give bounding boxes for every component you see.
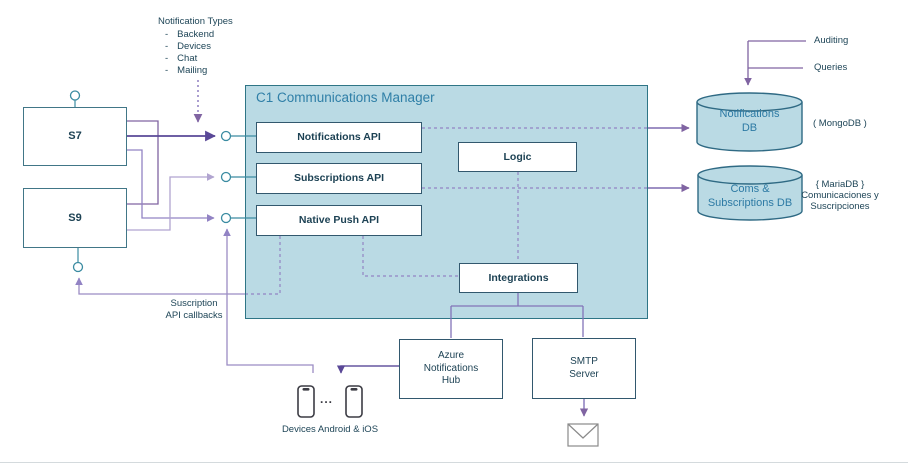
- integrations-branch-lines: [450, 293, 584, 338]
- notifications-api-box: Notifications API: [256, 122, 422, 153]
- devices-ellipsis: ...: [320, 392, 334, 406]
- logic-label: Logic: [503, 150, 532, 163]
- native-push-api-box: Native Push API: [256, 205, 422, 236]
- s7-label: S7: [68, 130, 82, 143]
- mariadb-annotation: { MariaDB } Comunicaciones y Suscripcion…: [801, 179, 879, 212]
- phone-ios-icon: [345, 385, 363, 418]
- list-item: - Mailing: [165, 65, 214, 77]
- auditing-queries-lines: [747, 40, 806, 85]
- notifications-db-cylinder: [696, 92, 803, 152]
- notification-types-list: - Backend - Devices - Chat - Mailing: [165, 29, 214, 77]
- smtp-server-box: SMTP Server: [532, 338, 636, 399]
- s9-label: S9: [68, 211, 82, 224]
- subscriptions-api-socket-icon: [220, 171, 232, 183]
- phone-android-icon: [297, 385, 315, 418]
- integrations-box: Integrations: [459, 263, 578, 293]
- mongodb-annotation: ( MongoDB ): [813, 118, 867, 129]
- notifications-db-label: Notifications DB: [719, 108, 780, 134]
- notification-types-title: Notification Types: [158, 16, 233, 27]
- subscription-callbacks-arrow: [75, 277, 245, 295]
- list-item: - Devices: [165, 41, 214, 53]
- notifications-api-socket-icon: [220, 130, 232, 142]
- native-push-api-label: Native Push API: [298, 214, 380, 227]
- list-item-label: Backend: [177, 29, 215, 40]
- s9-to-subscriptions-arrow: [127, 173, 215, 231]
- coms-db-label: Coms & Subscriptions DB: [707, 183, 793, 209]
- bullet: -: [165, 29, 169, 40]
- auditing-label: Auditing: [814, 35, 849, 46]
- devices-to-native-push-arrow: [223, 228, 314, 373]
- devices-label: Devices Android & iOS: [281, 424, 379, 435]
- subscriptions-api-box: Subscriptions API: [256, 163, 422, 194]
- list-item-label: Mailing: [177, 65, 208, 76]
- list-item: - Backend: [165, 29, 214, 41]
- integrations-label: Integrations: [488, 271, 549, 284]
- socket-stem-lines: [231, 135, 256, 219]
- s7-interface-icon: [69, 90, 81, 101]
- system-s9-box: S9: [23, 188, 127, 248]
- bullet: -: [165, 41, 169, 52]
- mail-envelope-icon: [567, 423, 599, 447]
- s7-to-native-push-arrow: [127, 149, 215, 222]
- azure-to-device-arrow: [336, 365, 399, 374]
- smtp-server-label: SMTP Server: [569, 356, 599, 380]
- native-push-integrations-dashed-line: [362, 236, 458, 277]
- notifications-api-label: Notifications API: [297, 131, 381, 144]
- manager-title: C1 Communications Manager: [256, 90, 435, 105]
- subscriptions-api-label: Subscriptions API: [293, 172, 385, 185]
- list-item-label: Devices: [177, 41, 211, 52]
- bullet: -: [165, 65, 169, 76]
- native-push-callbacks-dashed-line: [246, 236, 281, 295]
- bullet: -: [165, 53, 169, 64]
- logic-box: Logic: [458, 142, 577, 172]
- azure-notifications-hub-box: Azure Notifications Hub: [399, 339, 503, 399]
- coms-db-cylinder: [697, 165, 803, 221]
- native-push-api-socket-icon: [220, 212, 232, 224]
- s9-callback-interface-icon: [72, 261, 84, 273]
- azure-hub-label: Azure Notifications Hub: [423, 350, 479, 387]
- system-s7-box: S7: [23, 107, 127, 166]
- subscription-callbacks-label: Suscription API callbacks: [165, 298, 223, 321]
- list-item-label: Chat: [177, 53, 198, 64]
- queries-label: Queries: [814, 62, 848, 73]
- list-item: - Chat: [165, 53, 214, 65]
